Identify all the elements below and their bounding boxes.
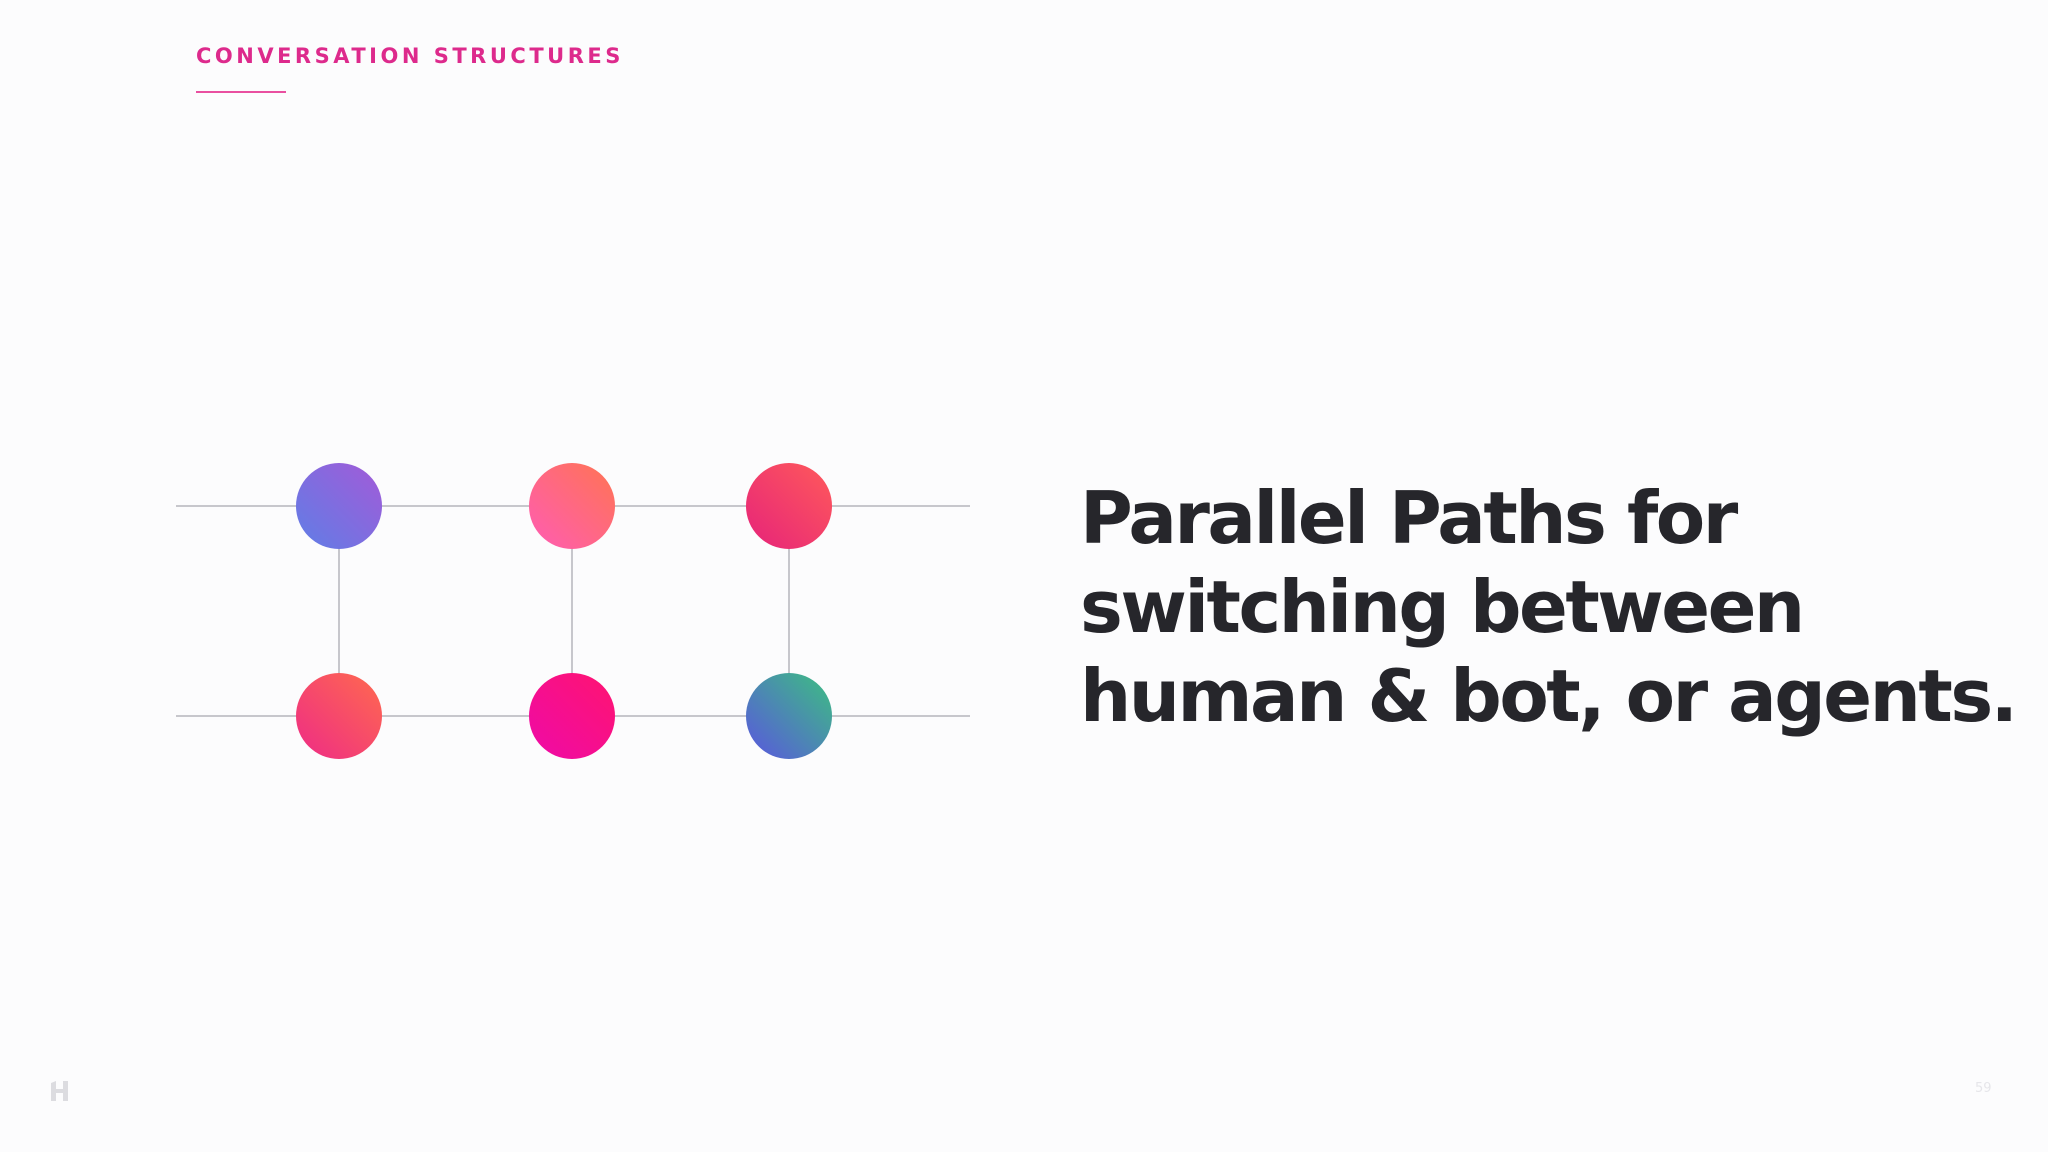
headline-line: Parallel Paths for [1080,476,1738,560]
headline-line: switching between [1080,565,1805,649]
page-number: 59 [1975,1081,1992,1096]
path-node [529,673,615,759]
path-node [296,463,382,549]
section-underline [196,91,286,93]
headline: Parallel Paths for switching between hum… [1080,474,2018,741]
path-node [746,463,832,549]
section-label: CONVERSATION STRUCTURES [196,44,624,68]
path-node [296,673,382,759]
brand-logo-icon [51,1081,68,1101]
headline-line: human & bot, or agents. [1080,654,2018,738]
path-node [529,463,615,549]
path-node [746,673,832,759]
